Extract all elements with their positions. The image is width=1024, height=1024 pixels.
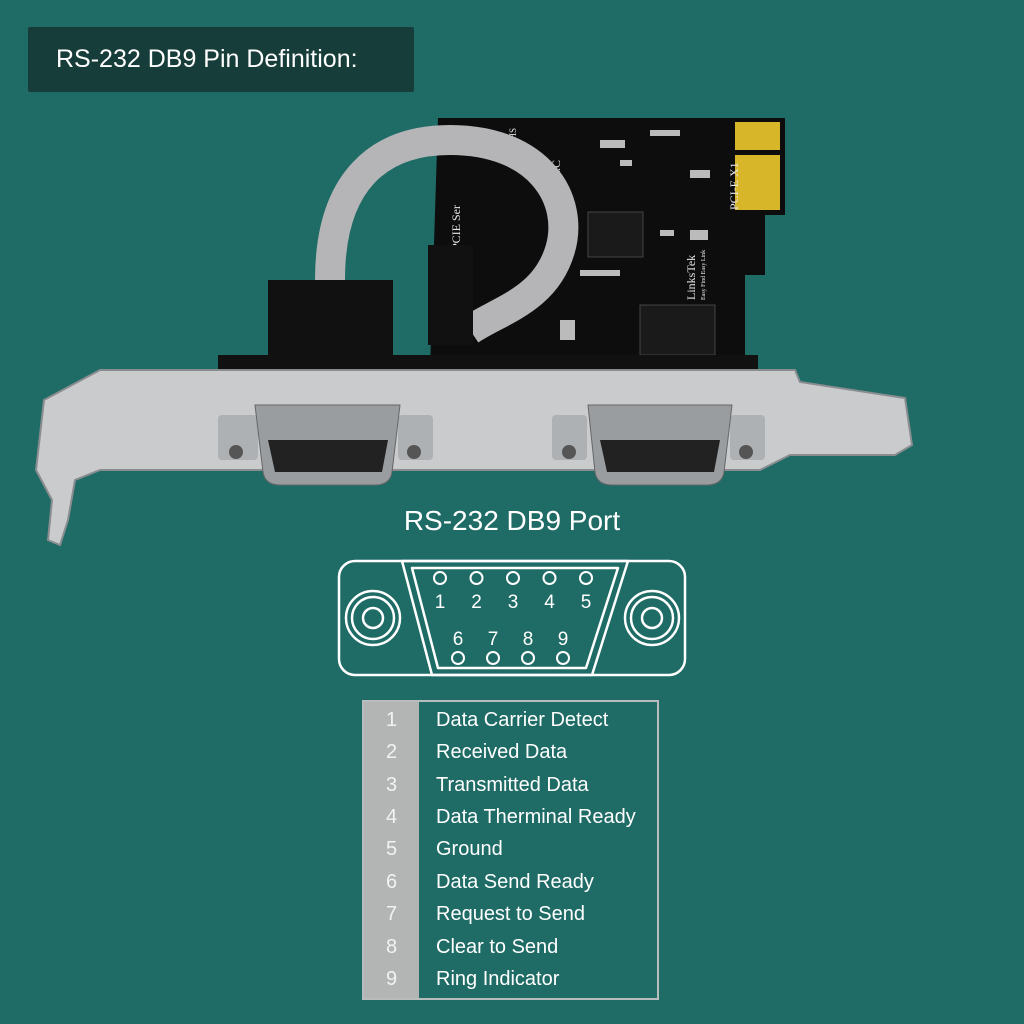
pin-label: 8 (523, 629, 534, 650)
board-tagline-text: Easy Find Easy Link (701, 250, 707, 300)
chip (587, 211, 644, 258)
port-title: RS-232 DB9 Port (403, 505, 621, 536)
pin-label: 6 (453, 629, 464, 650)
pin-name: Clear to Send (436, 935, 559, 958)
pin-hole (451, 651, 465, 665)
pin-row: 4 Data Therminal Ready (364, 802, 657, 834)
pin-hole (542, 571, 557, 585)
pin-name: Ring Indicator (436, 968, 560, 991)
pin-label: 7 (488, 629, 499, 650)
db9-pinout-diagram: 1 2 3 4 5 6 7 8 9 (337, 559, 687, 677)
ribbon-cable (315, 124, 579, 343)
pin-number: 3 (385, 773, 398, 796)
connector-d-outer (400, 559, 630, 677)
chip-2 (639, 304, 716, 356)
pin-number: 2 (385, 741, 398, 764)
pin-row: 3 Transmitted Data (364, 769, 657, 801)
pin-hole (433, 571, 447, 585)
pin-number: 9 (385, 968, 398, 991)
pin-number: 6 (385, 870, 398, 893)
pin-number: 1 (385, 708, 398, 731)
gold-fingers-2 (735, 155, 780, 210)
pin-row: 8 Clear to Send (364, 931, 657, 963)
pin-label: 9 (558, 629, 569, 650)
pin-name: Request to Send (436, 903, 585, 926)
pin-hole (556, 651, 570, 665)
pin-row: 6 Data Send Ready (364, 866, 657, 898)
pin-definition-table: 1 Data Carrier Detect 2 Received Data 3 Trans… (362, 700, 659, 1000)
pin-label: 3 (508, 592, 519, 613)
pin-row: 2 Received Data (364, 737, 657, 769)
pin-number: 7 (385, 903, 398, 926)
title-banner: RS-232 DB9 Pin Definition: (28, 27, 414, 92)
pin-name: Data Send Ready (436, 870, 594, 893)
db9-port-right (552, 404, 765, 486)
pin-number: 8 (385, 935, 398, 958)
pin-row: 5 Ground (364, 834, 657, 866)
pin-hole (469, 571, 484, 585)
page-title: RS-232 DB9 Pin Definition: (56, 45, 358, 73)
pin-name: Data Carrier Detect (436, 708, 609, 731)
pin-label: 2 (471, 592, 482, 613)
pin-number: 4 (385, 806, 398, 829)
pin-number: 5 (385, 838, 398, 861)
pin-name: Ground (436, 838, 503, 861)
board-brand-text: LinksTek (684, 255, 698, 300)
header-connector (428, 245, 473, 345)
pin-name: Data Therminal Ready (436, 806, 636, 829)
pin-label: 1 (435, 592, 446, 613)
pin-row: 1 Data Carrier Detect (364, 704, 657, 736)
pin-name: Transmitted Data (436, 773, 589, 796)
pin-hole (506, 571, 520, 585)
screw-left-icon (344, 589, 402, 647)
board-model-text: PCIE Ser (449, 205, 463, 250)
pcie-serial-card-photo: PCIE Ser Made in P.R.C LinksTek Easy Fin… (34, 118, 914, 547)
connector-shell (337, 559, 687, 677)
pin-row: 7 Request to Send (364, 899, 657, 931)
pin-label: 4 (544, 592, 555, 613)
board-interface-text: PCI-E X1 (727, 162, 741, 210)
screw-right-icon (623, 589, 681, 647)
gold-fingers-1 (735, 122, 780, 150)
pin-hole (579, 571, 593, 585)
pin-name: Received Data (436, 741, 568, 764)
db9-port-left (218, 404, 433, 486)
pin-hole (486, 651, 500, 665)
pin-label: 5 (581, 592, 592, 613)
pin-hole (521, 651, 535, 665)
pin-row: 9 Ring Indicator (364, 964, 657, 996)
connector-d-inner (410, 566, 620, 670)
